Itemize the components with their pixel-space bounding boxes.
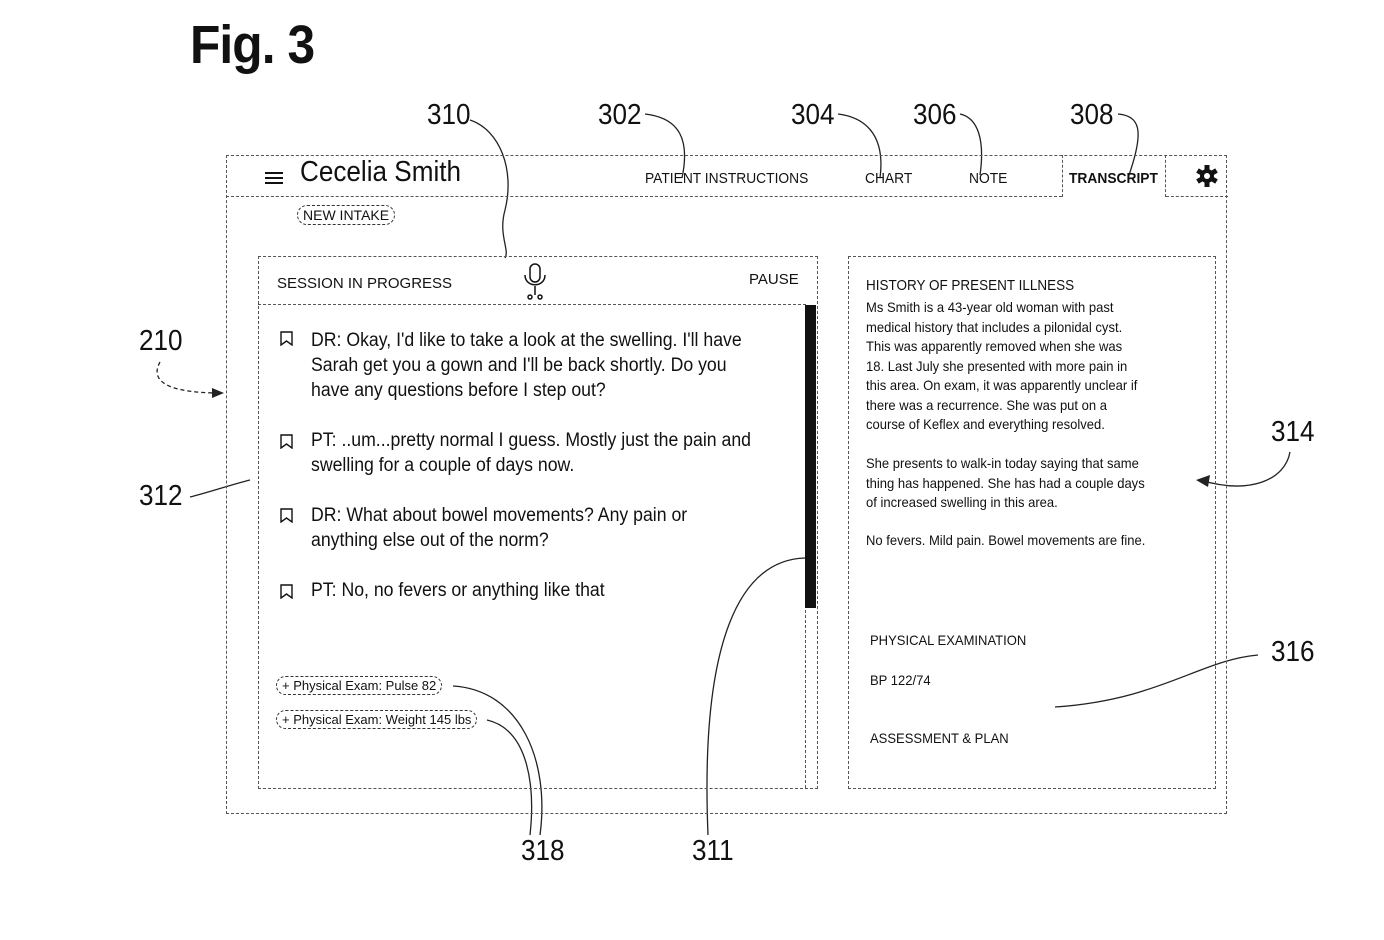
bookmark-icon[interactable] xyxy=(280,434,293,449)
ref-308: 308 xyxy=(1070,99,1114,131)
transcript-entry: PT: No, no fevers or anything like that xyxy=(311,580,605,601)
leader-311 xyxy=(706,557,806,836)
bookmark-icon[interactable] xyxy=(280,331,293,346)
note-panel xyxy=(848,256,1216,789)
app-window xyxy=(226,155,1227,814)
leader-318a xyxy=(452,685,543,836)
leader-304 xyxy=(837,113,882,179)
transcript-panel xyxy=(258,256,818,789)
ref-304: 304 xyxy=(791,99,835,131)
tab-patient-instructions[interactable]: PATIENT INSTRUCTIONS xyxy=(645,170,809,187)
suggestion-chip-weight[interactable]: + Physical Exam: Weight 145 lbs xyxy=(276,710,478,729)
tab-transcript[interactable]: TRANSCRIPT xyxy=(1069,170,1158,187)
session-status: SESSION IN PROGRESS xyxy=(277,275,453,292)
arrowhead-210 xyxy=(212,388,224,398)
ref-311: 311 xyxy=(692,835,734,867)
pause-button[interactable]: PAUSE xyxy=(749,271,799,288)
transcript-entry: DR: Okay, I'd like to take a look at the… xyxy=(311,330,742,401)
leader-312 xyxy=(189,479,251,498)
ref-312: 312 xyxy=(139,480,183,512)
leader-316 xyxy=(1054,654,1259,708)
bookmark-icon[interactable] xyxy=(280,508,293,523)
header-divider xyxy=(226,196,1062,197)
leader-302 xyxy=(644,113,686,179)
hpi-paragraph-3: No fevers. Mild pain. Bowel movements ar… xyxy=(866,532,1146,548)
microphone-icon[interactable] xyxy=(522,262,548,302)
suggestion-chip-pulse[interactable]: + Physical Exam: Pulse 82 xyxy=(276,676,443,695)
leader-308 xyxy=(1117,113,1139,179)
ref-314: 314 xyxy=(1271,416,1315,448)
figure-title: Fig. 3 xyxy=(190,15,315,75)
tab-chart[interactable]: CHART xyxy=(865,170,913,187)
transcript-header-divider xyxy=(258,304,806,305)
ref-316: 316 xyxy=(1271,636,1315,668)
settings-cell xyxy=(1166,155,1228,197)
leader-310 xyxy=(469,119,509,259)
ref-302: 302 xyxy=(598,99,642,131)
hpi-heading: HISTORY OF PRESENT ILLNESS xyxy=(866,278,1075,294)
tab-note[interactable]: NOTE xyxy=(969,170,1008,187)
hpi-paragraph-2: She presents to walk-in today saying tha… xyxy=(866,455,1145,510)
arrowhead-314 xyxy=(1196,475,1210,487)
transcript-scrollbar-thumb[interactable] xyxy=(805,305,816,608)
transcript-entry: PT: ..um...pretty normal I guess. Mostly… xyxy=(311,430,751,476)
physical-exam-bp: BP 122/74 xyxy=(870,672,931,688)
patient-name: Cecelia Smith xyxy=(300,156,462,188)
tab-transcript-frame xyxy=(1062,155,1166,197)
leader-210 xyxy=(156,361,216,394)
ref-210: 210 xyxy=(139,325,183,357)
leader-318b xyxy=(486,719,533,836)
ref-306: 306 xyxy=(913,99,957,131)
bookmark-icon[interactable] xyxy=(280,584,293,599)
menu-icon[interactable] xyxy=(265,170,283,186)
gear-icon[interactable] xyxy=(1195,164,1219,188)
transcript-entry: DR: What about bowel movements? Any pain… xyxy=(311,505,688,551)
leader-306 xyxy=(959,113,983,176)
ref-318: 318 xyxy=(521,835,565,867)
ref-310: 310 xyxy=(427,99,471,131)
new-intake-button[interactable]: NEW INTAKE xyxy=(297,205,396,225)
assessment-plan-heading: ASSESSMENT & PLAN xyxy=(870,730,1009,746)
physical-exam-heading: PHYSICAL EXAMINATION xyxy=(870,632,1027,648)
hpi-paragraph-1: Ms Smith is a 43-year old woman with pas… xyxy=(866,299,1138,432)
